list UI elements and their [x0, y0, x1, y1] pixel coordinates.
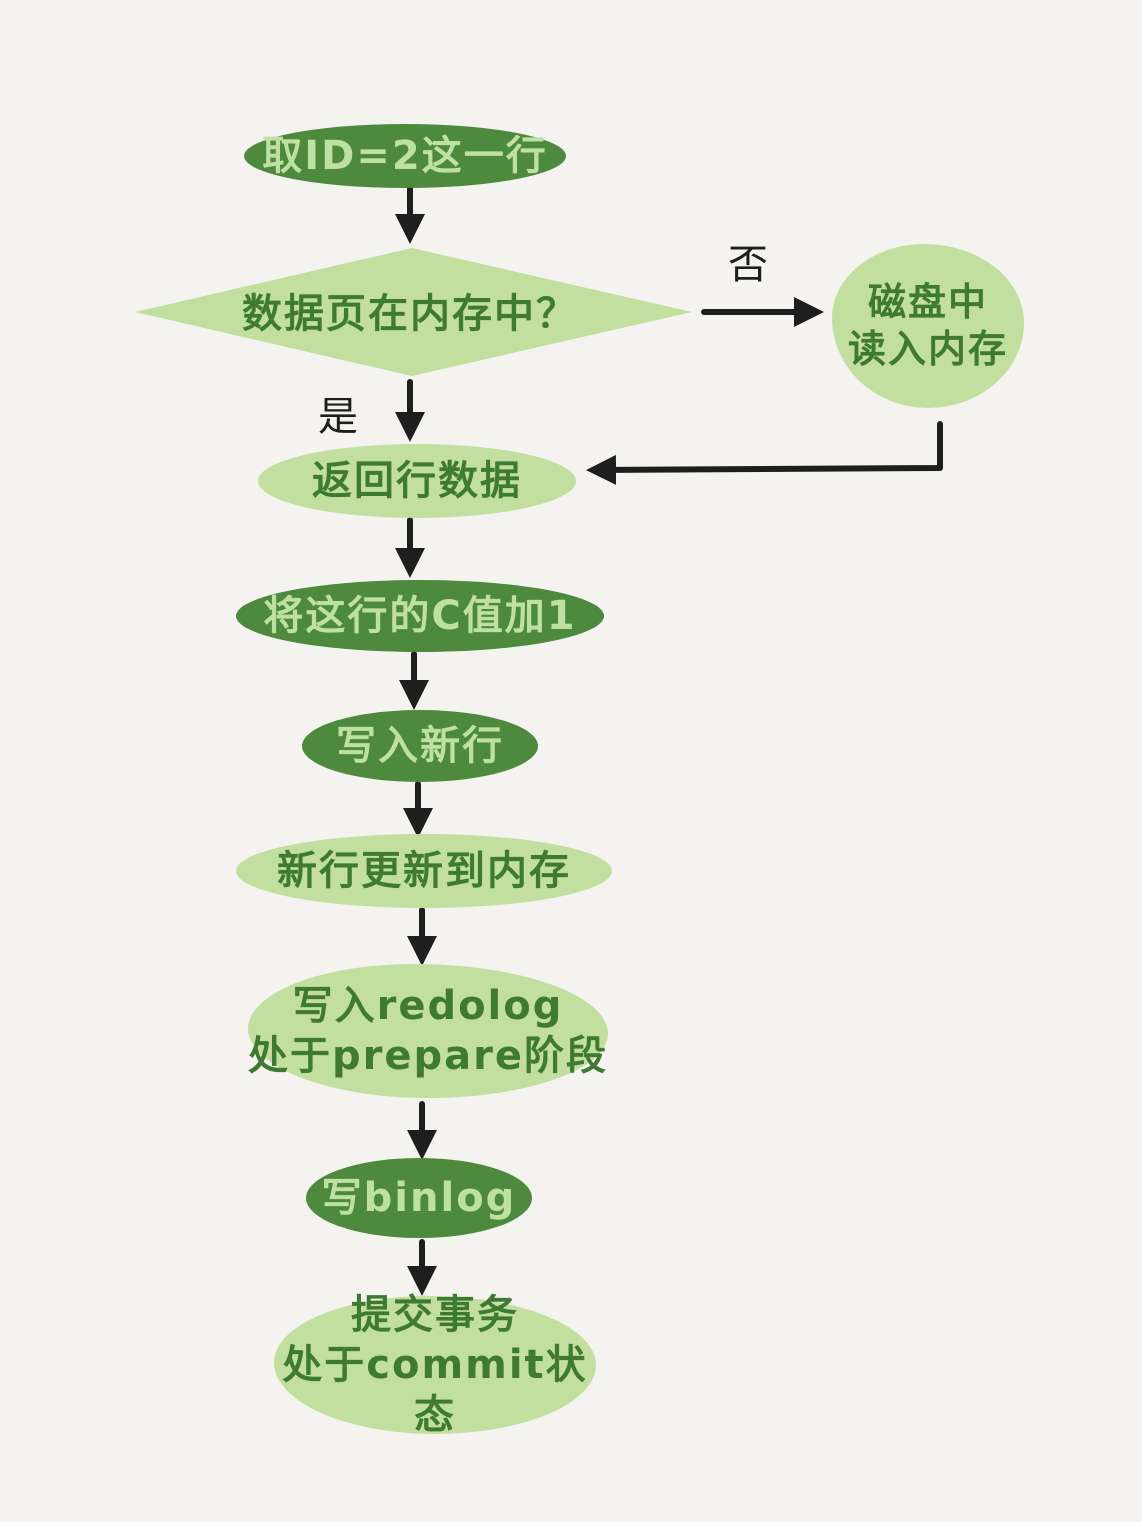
- node-return-row: 返回行数据: [258, 444, 576, 518]
- node-update-memory-text: 新行更新到内存: [277, 848, 571, 894]
- node-write-redolog: 写入redolog 处于prepare阶段: [248, 964, 608, 1098]
- node-disk-read: 磁盘中 读入内存: [832, 244, 1024, 408]
- arrow-disk-to-return: [586, 421, 943, 485]
- node-commit-line1: 提交事务: [351, 1292, 519, 1338]
- node-write-new-row-text: 写入新行: [336, 723, 504, 769]
- node-commit-line2: 处于commit状态: [282, 1342, 588, 1438]
- node-update-memory: 新行更新到内存: [236, 834, 612, 908]
- node-disk-read-line2: 读入内存: [847, 327, 1008, 371]
- decision-diamond: [135, 248, 692, 376]
- node-write-redolog-line1: 写入redolog: [292, 983, 564, 1029]
- node-increment-c: 将这行的C值加1: [236, 580, 604, 652]
- node-write-binlog: 写binlog: [306, 1158, 532, 1238]
- node-in-memory-question: 数据页在内存中？: [200, 282, 620, 346]
- node-disk-read-line1: 磁盘中: [867, 279, 988, 324]
- node-in-memory-question-text: 数据页在内存中？: [242, 291, 578, 337]
- node-increment-c-text: 将这行的C值加1: [263, 593, 577, 639]
- label-yes: 是: [318, 394, 358, 440]
- node-write-new-row: 写入新行: [302, 710, 538, 782]
- node-write-binlog-text: 写binlog: [321, 1175, 517, 1221]
- node-commit: 提交事务 处于commit状态: [274, 1292, 596, 1438]
- node-fetch-row: 取ID=2这一行: [244, 124, 566, 188]
- node-return-row-text: 返回行数据: [312, 458, 522, 504]
- node-write-redolog-line2: 处于prepare阶段: [248, 1033, 608, 1079]
- node-fetch-row-text: 取ID=2这一行: [262, 133, 548, 179]
- label-no: 否: [728, 242, 768, 288]
